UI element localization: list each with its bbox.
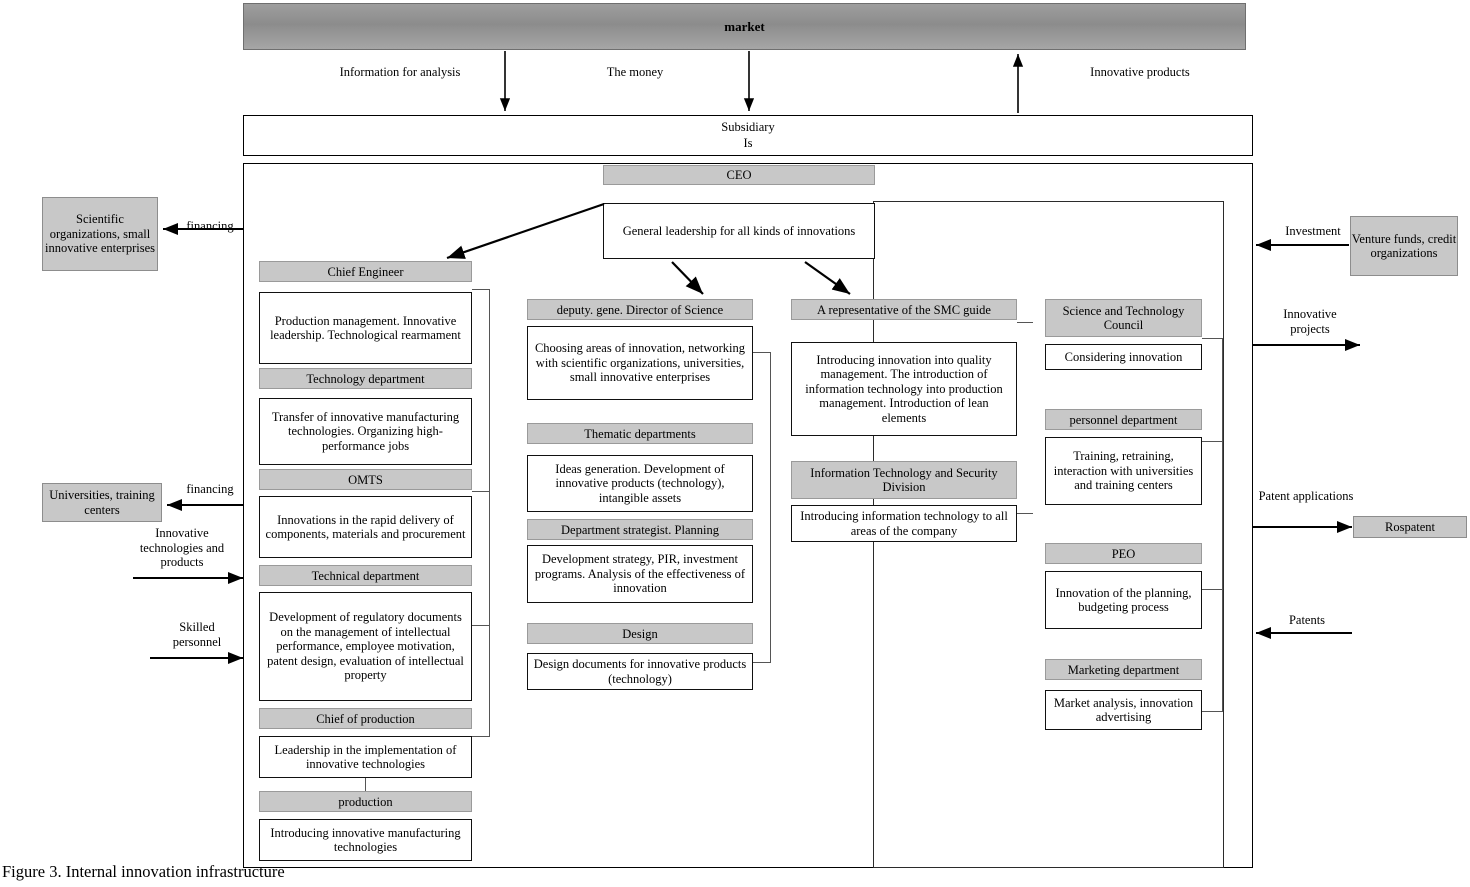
left-flow-label-innovative-tech: Innovative technologies and products — [139, 526, 225, 569]
technology-department-body: Transfer of innovative manufacturing tec… — [259, 398, 472, 465]
chief-engineer-spine-t4 — [472, 736, 490, 737]
council-spine-t2 — [1202, 441, 1223, 442]
production-body: Introducing innovative manufacturing tec… — [259, 819, 472, 861]
ceo-body-text: General leadership for all kinds of inno… — [622, 223, 856, 238]
left-flow-label-financing-2: financing — [186, 482, 234, 496]
universities-box: Universities, training centers — [42, 483, 162, 522]
science-spine-t2 — [753, 662, 771, 663]
venture-funds-box: Venture funds, credit organizations — [1350, 216, 1458, 276]
technical-department-body: Development of regulatory documents on t… — [259, 592, 472, 701]
council-spine-t4 — [1202, 711, 1223, 712]
council-spine-t1 — [1202, 338, 1223, 339]
market-box: market — [243, 3, 1246, 50]
it-security-division-header: Information Technology and Security Divi… — [791, 461, 1017, 499]
chief-engineer-header: Chief Engineer — [259, 261, 472, 282]
chief-of-production-header: Chief of production — [259, 708, 472, 729]
flow-label-the-money: The money — [606, 65, 664, 79]
rospatent-box: Rospatent — [1353, 516, 1467, 538]
flow-label-innovative-products: Innovative products — [1090, 65, 1190, 79]
technical-department-header: Technical department — [259, 565, 472, 586]
science-spine-t1 — [753, 352, 771, 353]
it-security-division-body: Introducing information technology to al… — [791, 505, 1017, 542]
omts-body: Innovations in the rapid delivery of com… — [259, 496, 472, 558]
chief-engineer-spine-t3 — [472, 625, 490, 626]
deputy-director-science-body: Choosing areas of innovation, networking… — [527, 326, 753, 400]
smc-spine-t2 — [1017, 513, 1033, 514]
science-technology-council-header: Science and Technology Council — [1045, 299, 1202, 337]
smc-representative-header: A representative of the SMC guide — [791, 299, 1017, 320]
chief-engineer-spine-t1 — [472, 289, 490, 290]
right-flow-label-innovative-projects: Innovative projects — [1283, 307, 1337, 336]
market-label: market — [724, 18, 765, 34]
internal-infrastructure-container — [243, 163, 1253, 868]
left-flow-label-financing-1: financing — [186, 219, 234, 233]
marketing-department-header: Marketing department — [1045, 659, 1202, 680]
figure-caption: Figure 3. Internal innovation infrastruc… — [2, 862, 285, 881]
right-flow-label-patents: Patents — [1288, 613, 1326, 627]
subsidiary-line-1: Subsidiary — [721, 119, 775, 134]
ceo-title: CEO — [726, 168, 752, 182]
smc-spine-t1 — [1017, 322, 1033, 323]
deputy-director-science-header: deputy. gene. Director of Science — [527, 299, 753, 320]
peo-header: PEO — [1045, 543, 1202, 564]
left-flow-label-skilled-personnel: Skilled personnel — [172, 620, 222, 649]
design-header: Design — [527, 623, 753, 644]
design-body: Design documents for innovative products… — [527, 653, 753, 690]
flow-label-information-for-analysis: Information for analysis — [339, 65, 461, 79]
council-column-spine — [1222, 338, 1223, 711]
scientific-organizations-box: Scientific organizations, small innovati… — [42, 197, 158, 271]
subsidiary-line-2: Is — [743, 135, 753, 150]
production-link — [365, 778, 366, 791]
council-spine-t3 — [1202, 589, 1223, 590]
science-technology-council-body: Considering innovation — [1045, 344, 1202, 370]
technology-department-header: Technology department — [259, 368, 472, 389]
right-flow-label-patent-applications: Patent applications — [1258, 489, 1354, 503]
subsidiary-box: Subsidiary Is — [243, 115, 1253, 156]
chief-engineer-spine-t2 — [472, 491, 490, 492]
chief-engineer-spine — [489, 289, 490, 736]
production-header: production — [259, 791, 472, 812]
ceo-body-box: General leadership for all kinds of inno… — [603, 203, 875, 259]
marketing-department-body: Market analysis, innovation advertising — [1045, 690, 1202, 730]
smc-representative-body: Introducing innovation into quality mana… — [791, 342, 1017, 436]
science-column-spine — [770, 352, 771, 662]
ceo-header: CEO — [603, 165, 875, 185]
personnel-department-body: Training, retraining, interaction with u… — [1045, 437, 1202, 505]
omts-header: OMTS — [259, 469, 472, 490]
thematic-departments-body: Ideas generation. Development of innovat… — [527, 455, 753, 512]
department-strategist-header: Department strategist. Planning — [527, 519, 753, 540]
chief-engineer-body: Production management. Innovative leader… — [259, 292, 472, 364]
chief-of-production-body: Leadership in the implementation of inno… — [259, 736, 472, 778]
personnel-department-header: personnel department — [1045, 409, 1202, 430]
department-strategist-body: Development strategy, PIR, investment pr… — [527, 545, 753, 603]
peo-body: Innovation of the planning, budgeting pr… — [1045, 571, 1202, 629]
right-flow-label-investment: Investment — [1285, 224, 1341, 238]
thematic-departments-header: Thematic departments — [527, 423, 753, 444]
